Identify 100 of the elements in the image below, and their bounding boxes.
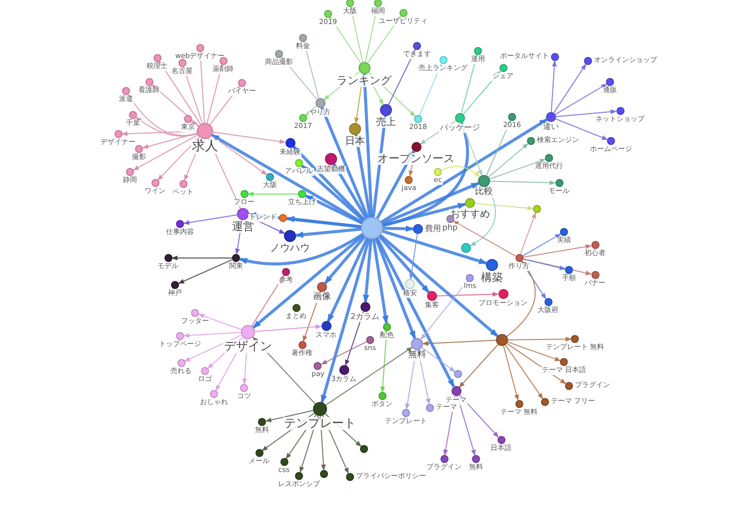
arrow xyxy=(136,116,198,137)
arrow xyxy=(121,130,198,136)
arrow xyxy=(325,346,412,406)
arrow xyxy=(556,109,617,118)
arrow xyxy=(522,258,566,270)
arrow xyxy=(486,120,511,176)
arrow xyxy=(380,118,548,224)
arrow xyxy=(286,216,362,228)
node-label: デザイン xyxy=(223,340,273,354)
arrow xyxy=(184,334,242,362)
arrow xyxy=(320,106,370,218)
arrow xyxy=(462,70,501,115)
arrow xyxy=(443,395,456,456)
arrow xyxy=(364,6,378,63)
node-label: 違い xyxy=(542,123,560,132)
arrow xyxy=(330,16,362,64)
node-label: 運営 xyxy=(231,221,255,234)
arrow xyxy=(470,186,496,246)
node-label: 2カラム xyxy=(349,313,381,322)
arrow xyxy=(206,64,223,124)
arrow xyxy=(553,64,586,114)
arrow xyxy=(405,349,417,410)
arrow xyxy=(354,134,372,218)
arrow xyxy=(183,332,242,338)
arrow xyxy=(489,158,546,180)
arrow xyxy=(178,259,233,284)
arrow xyxy=(350,6,364,63)
arrow xyxy=(452,220,516,256)
arrow xyxy=(382,122,469,227)
arrow xyxy=(461,122,482,176)
arrow xyxy=(304,194,363,225)
arrow xyxy=(182,66,203,124)
arrow xyxy=(382,182,480,226)
arrow xyxy=(157,136,200,181)
arrow xyxy=(198,314,242,330)
arrow xyxy=(506,260,536,337)
node-label: 無料 xyxy=(407,351,427,361)
arrow xyxy=(555,118,608,140)
arrow xyxy=(247,192,298,196)
node-label: パッケージ xyxy=(439,124,481,133)
arrow xyxy=(326,237,369,322)
arrow xyxy=(422,340,496,346)
node-label: 費用 xyxy=(424,224,442,234)
node-label: php xyxy=(441,224,459,233)
arrow xyxy=(251,274,284,327)
arrow xyxy=(320,238,370,404)
arrow xyxy=(265,410,314,422)
arrow xyxy=(488,143,528,178)
arrow xyxy=(420,280,468,340)
arrow xyxy=(361,73,373,218)
arrow xyxy=(380,330,388,393)
arrow xyxy=(376,150,415,220)
arrow xyxy=(419,63,442,116)
node-label: オープンソース xyxy=(376,153,456,166)
arrow xyxy=(142,132,198,149)
arrow xyxy=(382,230,488,265)
arrow xyxy=(554,84,608,115)
arrow xyxy=(211,135,268,176)
arrow xyxy=(158,60,202,125)
node-label: 比較 xyxy=(474,188,494,198)
arrow xyxy=(301,164,365,222)
arrow xyxy=(332,163,368,220)
arrow xyxy=(362,238,372,303)
arrow xyxy=(252,234,365,329)
arrow xyxy=(372,115,388,218)
arrow xyxy=(520,212,536,255)
arrow xyxy=(522,244,592,258)
arrow xyxy=(458,394,499,438)
arrow xyxy=(508,336,572,342)
arrow xyxy=(436,292,499,297)
arrow xyxy=(239,232,364,266)
arrow xyxy=(409,233,418,280)
arrow xyxy=(183,214,238,225)
arrow xyxy=(382,226,414,232)
arrow xyxy=(198,51,205,124)
node-label: 日本 xyxy=(344,136,366,147)
node-label: 売上 xyxy=(375,117,397,128)
arrow xyxy=(374,238,416,340)
node-label: ランキング xyxy=(336,75,392,88)
arrow xyxy=(292,146,366,222)
arrow xyxy=(460,54,478,114)
arrow xyxy=(388,49,416,106)
arrow xyxy=(212,132,286,144)
arrow xyxy=(379,234,498,338)
arrow xyxy=(324,235,366,284)
arrow xyxy=(441,166,480,178)
arrow xyxy=(421,347,456,372)
arrow xyxy=(190,120,199,127)
arrow xyxy=(367,16,402,64)
arrow xyxy=(550,60,557,112)
arrow xyxy=(520,260,546,300)
arrow xyxy=(211,134,364,224)
arrow xyxy=(504,344,544,400)
node-label: 構築 xyxy=(480,272,504,284)
arrow xyxy=(474,202,534,210)
arrow xyxy=(522,234,562,256)
arrow xyxy=(458,344,498,388)
arrow xyxy=(295,228,362,238)
node-label: 求人 xyxy=(191,140,219,154)
arrow xyxy=(382,202,466,227)
